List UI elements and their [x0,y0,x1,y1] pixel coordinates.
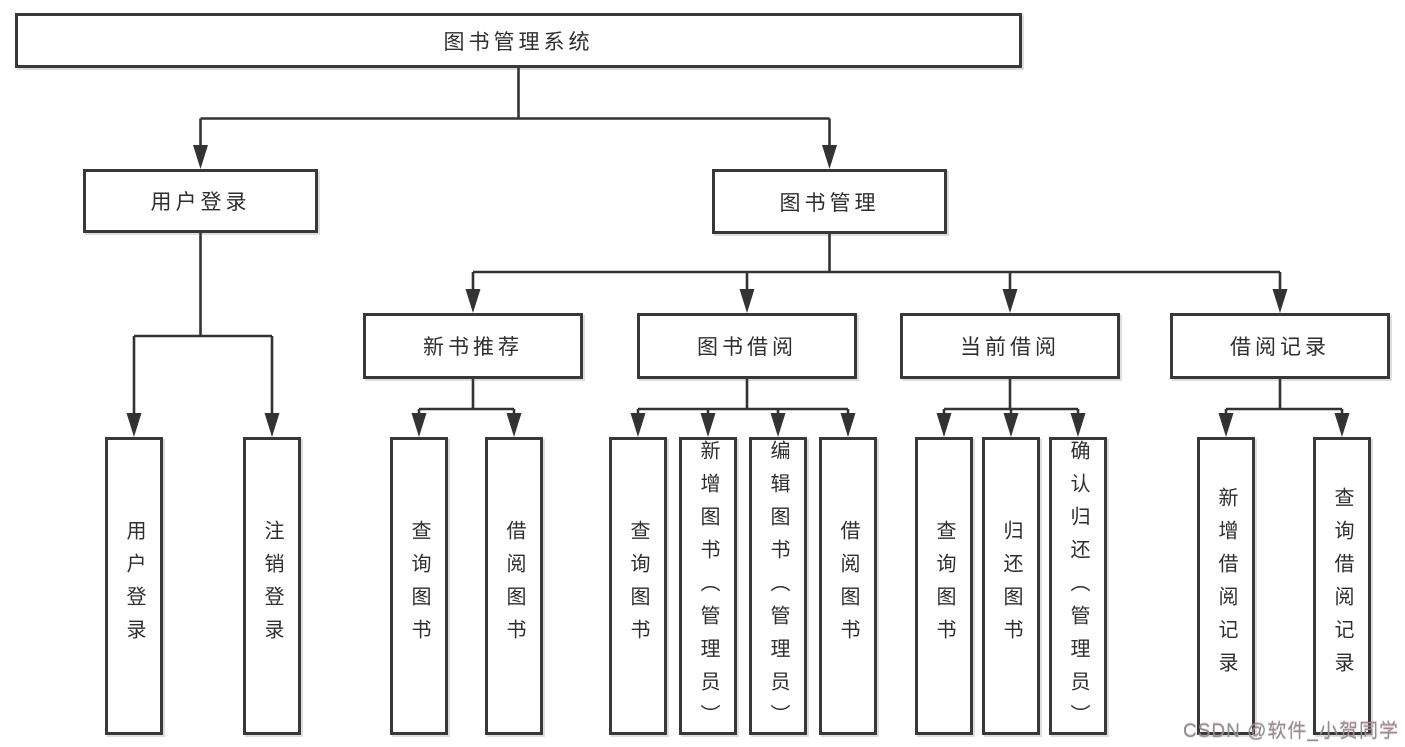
node-current-return-book: 归还图书 [982,437,1040,735]
node-borrow-edit-book: 编辑图书（管理员） [749,437,807,737]
node-borrowing-records: 借阅记录 [1170,313,1390,379]
node-login: 用户登录 [105,437,163,735]
node-records-add-record: 新增借阅记录 [1197,437,1255,735]
node-current-borrowing: 当前借阅 [900,313,1120,379]
node-new-book-recommend: 新书推荐 [363,313,583,379]
node-user-login: 用户登录 [83,169,318,233]
node-borrow-add-book: 新增图书（管理员） [679,437,737,737]
watermark-csdn: CSDN @软件_小贺同学 [1183,721,1399,742]
node-current-confirm-return: 确认归还（管理员） [1049,437,1107,737]
node-records-query-record: 查询借阅记录 [1313,437,1371,735]
node-borrow-query-book: 查询图书 [609,437,667,735]
node-logout: 注销登录 [243,437,301,735]
node-book-borrowing: 图书借阅 [637,313,857,379]
node-recommend-borrow-book: 借阅图书 [485,437,543,735]
node-current-query-book: 查询图书 [915,437,973,735]
node-book-management: 图书管理 [712,169,947,234]
node-library-system: 图书管理系统 [15,13,1022,68]
node-borrow-borrow-book: 借阅图书 [819,437,877,735]
node-recommend-query-book: 查询图书 [390,437,448,735]
